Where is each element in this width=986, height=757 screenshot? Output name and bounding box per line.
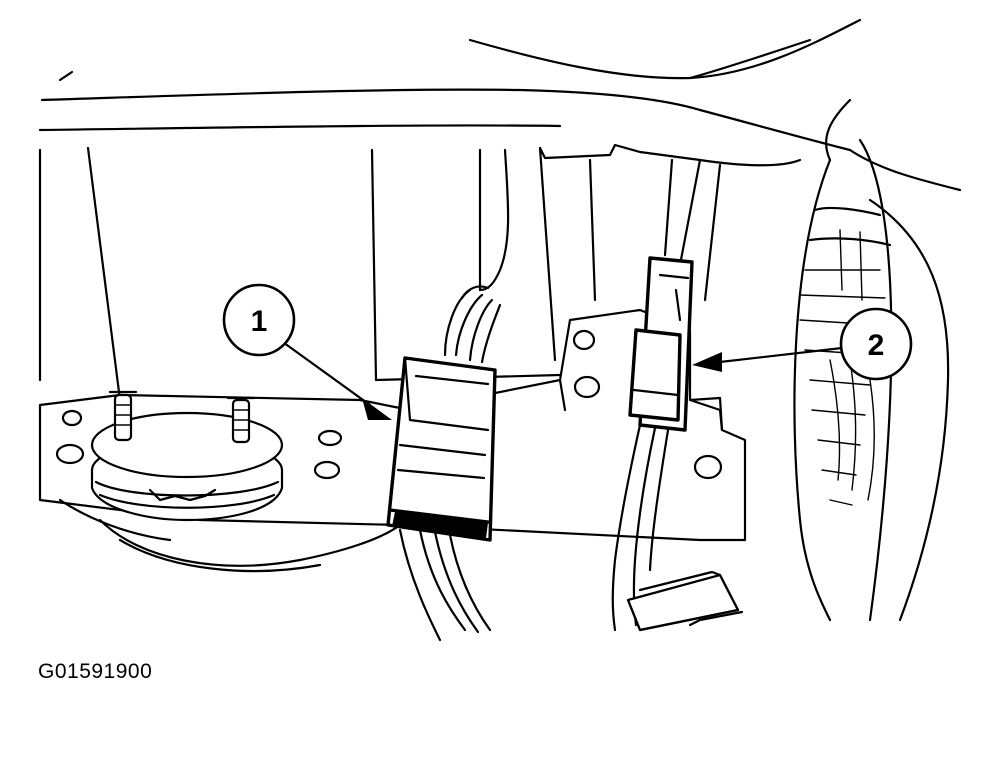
callout-2-label: 2 xyxy=(868,329,885,362)
callout-1-circle xyxy=(222,283,296,357)
callout-2-circle xyxy=(839,307,913,381)
figure-code: G01591900 xyxy=(38,660,153,683)
callout-2: 2 xyxy=(692,307,913,381)
callout-1: 1 xyxy=(222,283,392,420)
rotary-actuator xyxy=(58,390,402,573)
callout-1-label: 1 xyxy=(251,305,268,338)
connector-2 xyxy=(611,158,744,632)
right-trim-panel xyxy=(793,138,962,622)
connector-1 xyxy=(386,285,502,642)
upper-housing xyxy=(38,18,862,402)
